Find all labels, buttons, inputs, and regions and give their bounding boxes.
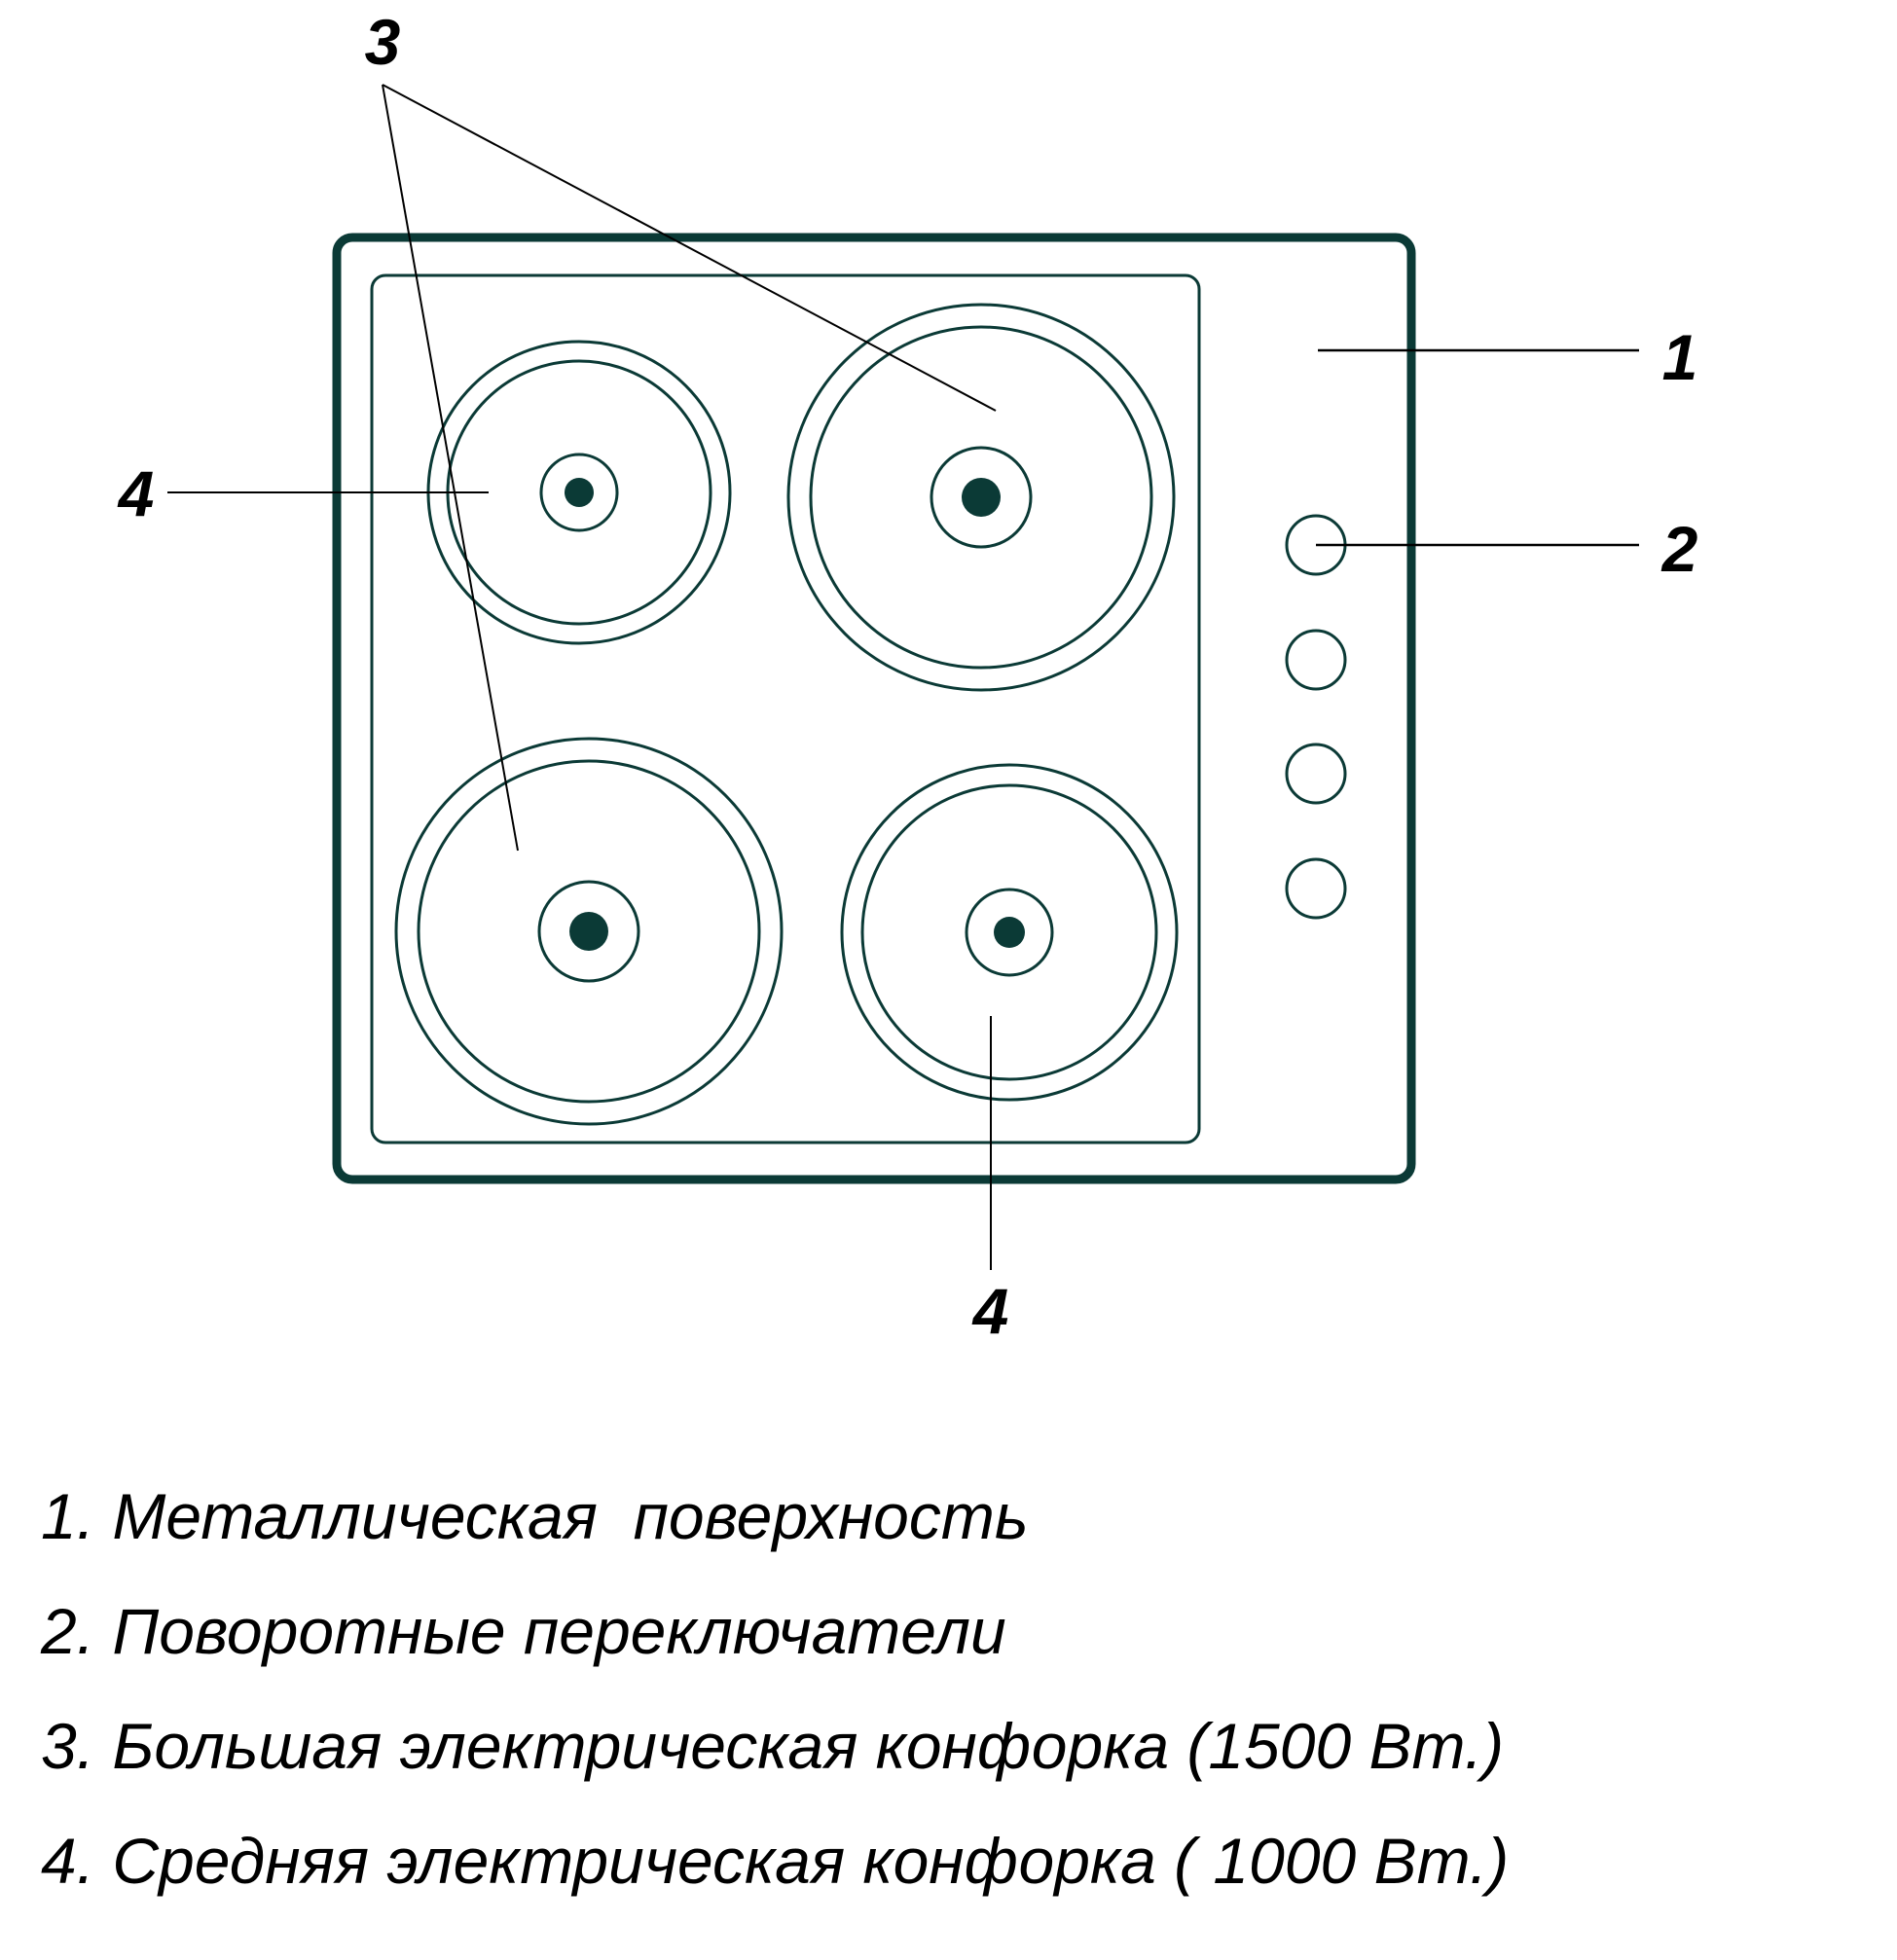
burner-top-right <box>786 303 1176 692</box>
burner-bottom-left <box>394 737 784 1126</box>
cooktop-diagram: 1 2 3 4 4 <box>117 6 1698 1347</box>
callout-4-bottom: 4 <box>971 1275 1009 1347</box>
legend-item-1: 1. Металлическая поверхность <box>41 1480 1029 1552</box>
callout-1: 1 <box>1662 321 1698 393</box>
callout-2: 2 <box>1660 513 1698 585</box>
legend-item-3: 3. Большая электрическая конфорка (1500 … <box>41 1710 1505 1782</box>
callout-3: 3 <box>365 6 401 78</box>
knobs-group <box>1285 514 1347 920</box>
hob-inner-panel <box>370 273 1201 1144</box>
knob-2 <box>1285 629 1347 691</box>
burner-bottom-right <box>840 763 1179 1102</box>
legend-item-2: 2. Поворотные переключатели <box>41 1595 1006 1667</box>
legend-item-4: 4. Средняя электрическая конфорка ( 1000… <box>41 1825 1510 1897</box>
hob-outer-frame <box>332 233 1416 1184</box>
knob-4 <box>1285 857 1347 920</box>
leader-line-3b <box>382 84 519 852</box>
leader-line-3a <box>382 84 997 412</box>
burner-top-left <box>426 340 732 645</box>
callout-4-left: 4 <box>117 457 155 529</box>
legend-list: 1. Металлическая поверхность 2. Поворотн… <box>41 1484 1509 1943</box>
knob-3 <box>1285 743 1347 805</box>
